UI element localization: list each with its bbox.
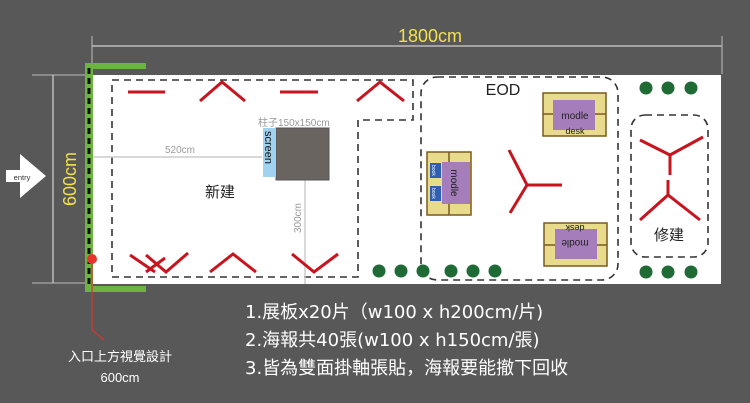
svg-text:desk: desk <box>565 126 585 136</box>
svg-text:modle: modle <box>561 111 589 122</box>
svg-text:desk: desk <box>565 223 585 233</box>
pillar-label: 柱子150x150cm <box>258 116 330 129</box>
pillar <box>275 127 330 181</box>
width-dimension: 1800cm <box>91 26 723 74</box>
plants <box>372 81 698 279</box>
height-label: 600cm <box>60 152 80 206</box>
zone-new-label: 新建 <box>205 183 235 201</box>
entry-label: entry <box>14 173 31 182</box>
notes: 1.展板x20片（w100 x h200cm/片) 2.海報共40張(w100 … <box>245 302 568 379</box>
screen <box>263 128 276 177</box>
height-dimension: 600cm <box>32 74 86 284</box>
zone-new <box>111 79 414 278</box>
note-1: 1.展板x20片（w100 x h200cm/片) <box>245 302 543 323</box>
entrance-note-line2: 600cm <box>100 370 139 385</box>
desk-bottom: modle desk <box>543 222 608 267</box>
zone-eod <box>420 76 619 281</box>
width-label: 1800cm <box>398 26 462 46</box>
entrance-note-line1: 入口上方視覺設計 <box>68 349 172 365</box>
screen-label: screen <box>262 131 274 164</box>
svg-text:book: book <box>430 165 436 176</box>
entrance-marker: 入口上方視覺設計 600cm <box>68 254 172 385</box>
svg-text:modle: modle <box>561 237 589 248</box>
desk-left: book book modle <box>426 151 472 216</box>
inner-height-label: 300cm <box>293 203 304 233</box>
desk-top: modle desk <box>542 92 607 137</box>
display-panels <box>128 80 704 274</box>
zone-repair <box>630 114 709 258</box>
zone-repair-label: 修建 <box>654 226 684 244</box>
entrance-wall <box>85 63 146 292</box>
note-2: 2.海報共40張(w100 x h150cm/張) <box>245 330 540 351</box>
zone-eod-label: EOD <box>486 82 521 99</box>
note-3: 3.皆為雙面掛軸張貼，海報要能撤下回收 <box>245 358 568 379</box>
inner-width-label: 520cm <box>165 145 195 156</box>
floor-area <box>93 75 721 284</box>
svg-text:book: book <box>430 188 436 199</box>
svg-text:modle: modle <box>448 169 459 197</box>
entry-arrow-icon: entry <box>6 154 46 198</box>
